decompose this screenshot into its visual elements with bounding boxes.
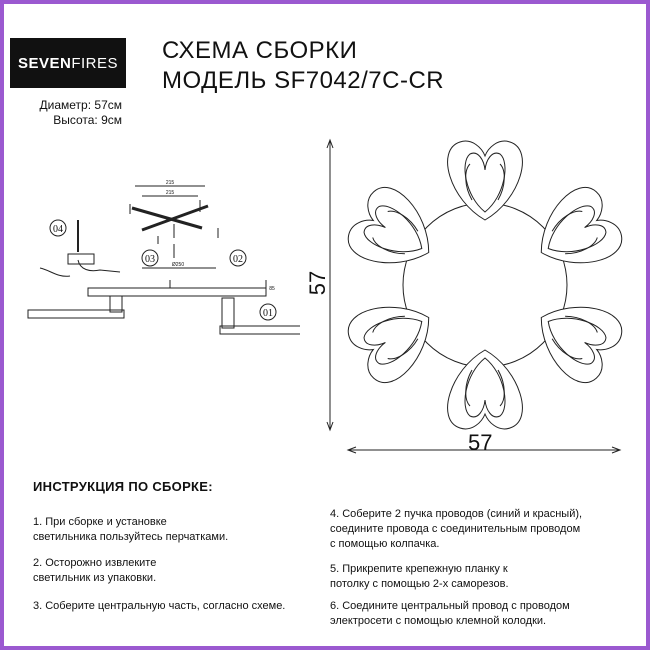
arrow-head — [326, 138, 334, 149]
spec-height: Высота: 9см — [53, 113, 122, 127]
callout-03: 03 — [145, 254, 155, 265]
callout-01: 01 — [263, 308, 273, 319]
step-5-line-2: потолку с помощью 2-х саморезов. — [330, 578, 509, 590]
brand-part2: FIRES — [71, 54, 119, 72]
label-215a: 215 — [166, 180, 175, 186]
step-1-line-2: светильника пользуйтесь перчатками. — [33, 531, 229, 543]
arrow-head — [611, 446, 622, 454]
callout-02: 02 — [233, 254, 243, 265]
right-panel — [219, 325, 300, 335]
step-2-line-1: 2. Осторожно извлеките — [33, 557, 157, 569]
wire — [77, 259, 121, 273]
instruction-step-1: 1. При сборке и установке светильника по… — [33, 515, 228, 545]
terminal-block — [67, 253, 95, 265]
mount-post — [109, 295, 123, 313]
bracket-bar-2 — [141, 204, 209, 232]
bracket-bar-1 — [131, 206, 203, 230]
dimension-width: 57 — [468, 430, 493, 455]
title-line2: МОДЕЛЬ SF7042/7C-CR — [162, 67, 445, 94]
label-d250: Ø250 — [172, 262, 184, 268]
step-4-line-1: 4. Соберите 2 пучка проводов (синий и кр… — [330, 508, 583, 520]
instructions-heading: ИНСТРУКЦИЯ ПО СБОРКЕ: — [33, 479, 213, 494]
step-6-line-2: электросети с помощью клемной колодки. — [330, 615, 547, 627]
callout-circle-03 — [141, 249, 159, 267]
step-3-line-1: 3. Соберите центральную часть, согласно … — [33, 600, 286, 612]
instruction-step-6: 6. Соедините центральный провод с провод… — [330, 599, 570, 629]
instruction-step-5: 5. Прикрепите крепежную планку к потолку… — [330, 562, 509, 592]
instruction-step-4: 4. Соберите 2 пучка проводов (синий и кр… — [330, 507, 582, 552]
arrow-head — [346, 446, 357, 454]
step-2-line-2: светильник из упаковки. — [33, 572, 157, 584]
title-line1: СХЕМА СБОРКИ — [162, 37, 358, 64]
assembly-diagram: 04 03 02 01 215 215 Ø250 85 — [27, 180, 300, 335]
label-215b: 215 — [166, 190, 175, 196]
center-ring — [402, 202, 568, 368]
label-h85: 85 — [269, 286, 275, 292]
callout-circle-02 — [229, 249, 247, 267]
canopy-plate — [87, 287, 267, 297]
step-6-line-1: 6. Соедините центральный провод с провод… — [330, 600, 570, 612]
lamp-top-view — [326, 138, 629, 454]
step-4-line-3: с помощью колпачка. — [330, 538, 440, 550]
petal — [447, 140, 523, 221]
step-1-line-1: 1. При сборке и установке — [33, 516, 167, 528]
step-4-line-2: соедините провода с соединительным прово… — [330, 523, 581, 535]
page-title: СХЕМА СБОРКИ МОДЕЛЬ SF7042/7C-CR — [162, 36, 444, 96]
wire — [39, 267, 71, 277]
instruction-step-3: 3. Соберите центральную часть, согласно … — [33, 599, 285, 614]
callout-circle-04 — [49, 219, 67, 237]
step-5-line-1: 5. Прикрепите крепежную планку к — [330, 563, 508, 575]
mount-post — [221, 297, 235, 329]
spec-diameter: Диаметр: 57см — [39, 98, 122, 112]
instruction-step-2: 2. Осторожно извлеките светильник из упа… — [33, 556, 156, 586]
callout-circle-01 — [259, 303, 277, 321]
left-panel — [27, 309, 125, 319]
brand-part1: SEVEN — [17, 54, 72, 72]
arrow-head — [326, 421, 334, 432]
dimension-height: 57 — [305, 270, 331, 296]
callout-04: 04 — [53, 224, 63, 235]
